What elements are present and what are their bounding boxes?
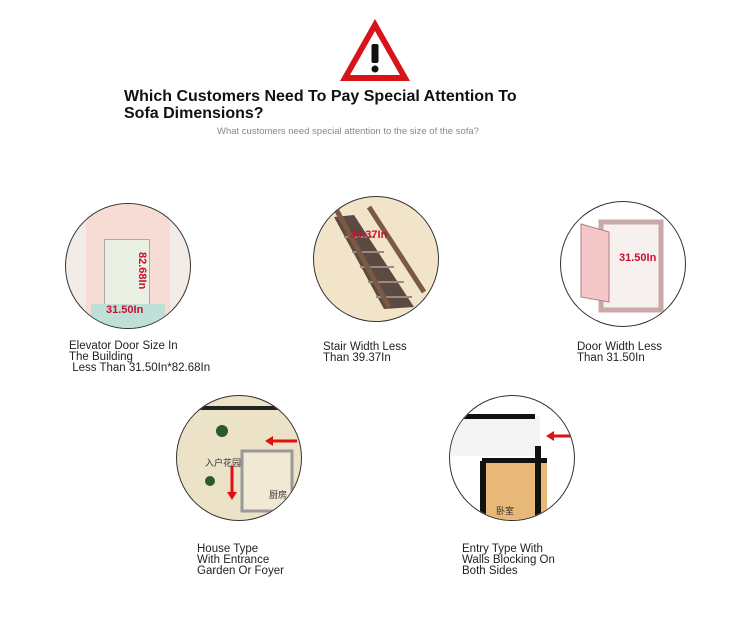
entry-type-image: 卧室 — [449, 395, 575, 521]
stair-width-dimension: 39.37In — [350, 229, 388, 241]
height-dimension: 82.68In — [136, 252, 148, 290]
page-title: Which Customers Need To Pay Special Atte… — [124, 88, 517, 122]
width-dimension: 31.50In — [106, 304, 144, 316]
room-label: 厨房 — [269, 490, 288, 500]
door-width-dimension: 31.50In — [619, 252, 657, 264]
house-type-image: 入户花园 厨房 — [176, 395, 302, 521]
elevator-image: 82.68In 31.50In — [65, 203, 191, 329]
stair-image: 39.37In — [313, 196, 439, 322]
door-image: 31.50In — [560, 201, 686, 327]
room-label: 入户花园 — [205, 458, 242, 468]
room-label: 卧室 — [496, 506, 515, 516]
warning-triangle-icon — [340, 19, 410, 81]
page-subtitle: What customers need special attention to… — [217, 126, 479, 137]
